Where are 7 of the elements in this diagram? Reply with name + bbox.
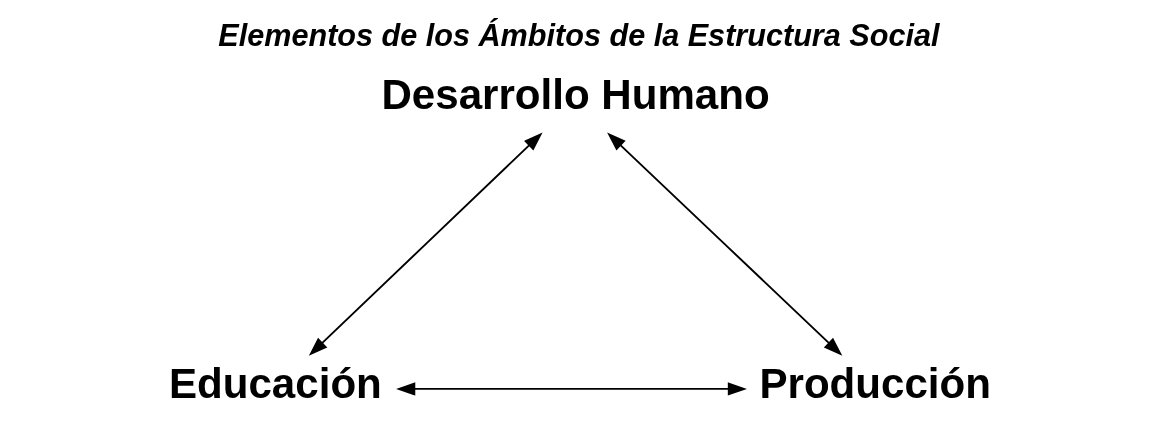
node-text: Educación <box>168 359 382 407</box>
arrow <box>308 132 543 356</box>
diagram-title: Elementos de los Ámbitos de la Estructura Social <box>218 17 940 52</box>
arrow <box>396 382 747 396</box>
node-text: Desarrollo Humano <box>381 70 770 118</box>
node-text: Producción <box>759 359 991 407</box>
arrow <box>607 132 843 356</box>
